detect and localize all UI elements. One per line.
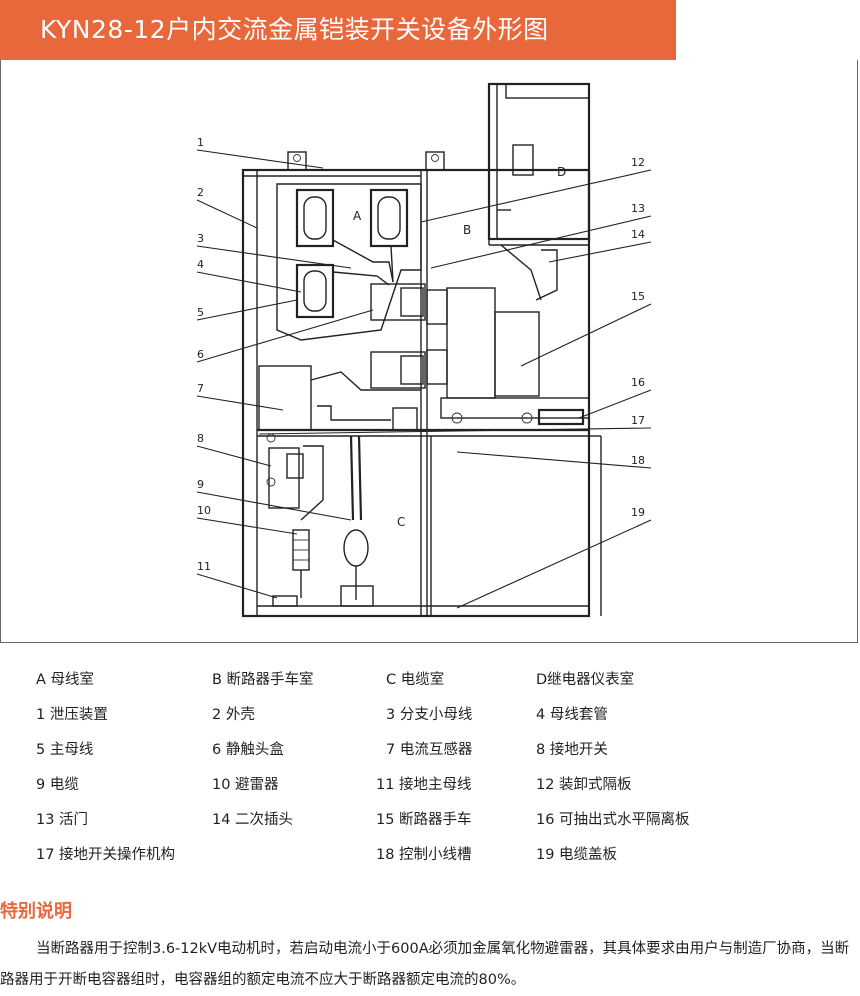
breaker-truck — [440, 244, 590, 426]
legend: A 母线室 B 断路器手车室 C 电缆室 D继电器仪表室 1 泄压装置 2 外壳… — [0, 668, 860, 868]
callout-numbers: 1 2 3 4 5 6 7 8 9 10 11 12 13 14 15 16 1… — [197, 136, 645, 573]
label-b: B — [463, 223, 471, 237]
callout-6: 6 — [197, 348, 204, 361]
callout-17: 17 — [631, 414, 645, 427]
legend-item: B 断路器手车室 — [212, 672, 314, 688]
legend-item: 18 控制小线槽 — [376, 847, 472, 863]
legend-item: 17 接地开关操作机构 — [36, 847, 176, 863]
callout-2: 2 — [197, 186, 204, 199]
label-a: A — [353, 209, 362, 223]
callout-7: 7 — [197, 382, 204, 395]
note-text: 当断路器用于控制3.6-12kV电动机时，若启动电流小于600A必须加金属氧化物… — [0, 941, 850, 988]
legend-item: 13 活门 — [36, 812, 89, 828]
callout-12: 12 — [631, 156, 645, 169]
cabinet-outline — [241, 82, 591, 618]
legend-item: 4 母线套管 — [536, 707, 608, 723]
callout-9: 9 — [197, 478, 204, 491]
callout-5: 5 — [197, 306, 204, 319]
legend-item: 14 二次插头 — [212, 812, 294, 828]
note-heading: 特别说明 — [0, 901, 72, 922]
legend-item: 8 接地开关 — [536, 742, 608, 758]
static-contact-boxes — [370, 283, 448, 389]
legend-item: 1 泄压装置 — [36, 707, 108, 723]
legend-item: 6 静触头盒 — [212, 742, 284, 758]
callout-3: 3 — [197, 232, 204, 245]
legend-item: D继电器仪表室 — [536, 672, 635, 688]
diagram-frame: A B C D 1 2 — [0, 60, 858, 643]
callout-13: 13 — [631, 202, 645, 215]
legend-item: A 母线室 — [36, 672, 95, 688]
page-title: KYN28-12户内交流金属铠装开关设备外形图 — [0, 0, 676, 60]
callout-15: 15 — [631, 290, 645, 303]
legend-item: 12 装卸式隔板 — [536, 777, 632, 793]
callout-11: 11 — [197, 560, 211, 573]
legend-item: 2 外壳 — [212, 707, 255, 723]
legend-item: 16 可抽出式水平隔离板 — [536, 812, 690, 828]
legend-item: 10 避雷器 — [212, 777, 279, 793]
legend-item: 9 电缆 — [36, 777, 79, 793]
legend-item: 7 电流互感器 — [386, 742, 473, 758]
cable-compartment-c — [257, 365, 589, 607]
callout-10: 10 — [197, 504, 211, 517]
callout-14: 14 — [631, 228, 645, 241]
callout-18: 18 — [631, 454, 645, 467]
label-d: D — [557, 165, 566, 179]
busbar-compartment-a — [276, 183, 422, 341]
callout-leaders — [196, 149, 652, 609]
legend-item: 15 断路器手车 — [376, 812, 472, 828]
callout-8: 8 — [197, 432, 204, 445]
legend-item: C 电缆室 — [386, 672, 445, 688]
switchgear-drawing: A B C D 1 2 — [196, 82, 652, 618]
legend-item: 5 主母线 — [36, 742, 94, 758]
horizontal-partition — [257, 428, 602, 616]
callout-4: 4 — [197, 258, 204, 271]
legend-item: 11 接地主母线 — [376, 777, 472, 793]
callout-16: 16 — [631, 376, 645, 389]
callout-1: 1 — [197, 136, 204, 149]
legend-item: 3 分支小母线 — [386, 707, 473, 723]
legend-item: 19 电缆盖板 — [536, 847, 618, 863]
callout-19: 19 — [631, 506, 645, 519]
label-c: C — [397, 515, 405, 529]
